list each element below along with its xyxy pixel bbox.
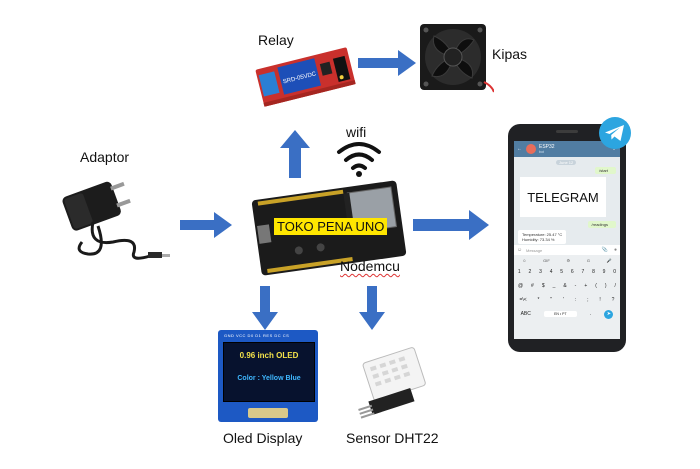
- message-input-bar[interactable]: ☺ Message 📎 ●: [514, 245, 620, 255]
- msg-readings: /readings: [587, 221, 616, 228]
- keyboard-key[interactable]: 2: [528, 269, 532, 275]
- oled-line-2: Color : Yellow Blue: [237, 375, 301, 382]
- arrow-nodemcu-to-relay: [280, 130, 310, 178]
- keyboard-key[interactable]: &: [563, 283, 567, 289]
- nodemcu-label: Nodemcu: [340, 258, 400, 274]
- keyboard-key[interactable]: ?: [611, 297, 615, 303]
- keyboard-row-symbols: @ # $ _ & - + () /: [514, 279, 620, 293]
- sensor-dht22-label: Sensor DHT22: [346, 430, 439, 446]
- keyboard-key[interactable]: /: [614, 283, 616, 289]
- wifi-icon: [337, 142, 381, 177]
- keyboard-key[interactable]: ;: [587, 297, 589, 303]
- keyboard-key[interactable]: 7: [581, 269, 585, 275]
- keyboard-key[interactable]: (: [595, 283, 597, 289]
- arrow-nodemcu-to-oled: [252, 286, 278, 330]
- send-key[interactable]: ➤: [604, 309, 614, 319]
- chat-header: ← ESP32 bot ⋮: [514, 141, 620, 157]
- keyboard-key[interactable]: 6: [570, 269, 574, 275]
- oled-line-1: 0.96 inch OLED: [239, 351, 299, 360]
- kipas-label: Kipas: [492, 46, 528, 62]
- keyboard-key[interactable]: -: [574, 283, 577, 289]
- nodemcu-overlay-label: TOKO PENA UNO: [274, 218, 388, 235]
- dot-key[interactable]: .: [589, 311, 592, 317]
- phone-screen: ← ESP32 bot ⋮ June 12 /start TELEGRAM /r…: [514, 141, 620, 339]
- adaptor-label: Adaptor: [80, 149, 130, 165]
- keyboard-key[interactable]: !: [599, 297, 601, 303]
- phone-body: ← ESP32 bot ⋮ June 12 /start TELEGRAM /r…: [508, 124, 626, 352]
- chat-name: ESP32: [539, 144, 555, 150]
- keyboard-key[interactable]: $: [541, 283, 545, 289]
- oled-screen: 0.96 inch OLED Color : Yellow Blue: [223, 342, 315, 402]
- msg-start: /start: [595, 167, 616, 174]
- dht22-sensor-icon: [358, 347, 426, 419]
- relay-module-icon: SRD-05VDC: [255, 47, 356, 107]
- arrow-adaptor-to-nodemcu: [180, 212, 232, 238]
- keyboard-key[interactable]: :: [574, 297, 577, 303]
- telegram-logo-icon: [599, 117, 631, 149]
- keyboard-key[interactable]: 0: [613, 269, 617, 275]
- keyboard-key[interactable]: ): [604, 283, 607, 289]
- keyboard-key[interactable]: *: [537, 297, 540, 303]
- telegram-big-label: TELEGRAM: [520, 177, 606, 217]
- keyboard-key[interactable]: #: [531, 283, 534, 289]
- arrow-relay-to-kipas: [358, 50, 416, 76]
- emoji-icon[interactable]: ☺: [517, 247, 523, 253]
- adaptor-icon: [62, 181, 170, 260]
- keyboard-row-symbols-2: =\< * " ':;!?: [514, 293, 620, 307]
- wifi-label: wifi: [346, 124, 367, 140]
- keyboard-key[interactable]: ": [550, 297, 553, 303]
- keyboard-key[interactable]: +: [584, 283, 588, 289]
- message-placeholder: Message: [526, 248, 543, 253]
- fan-icon: [420, 24, 494, 93]
- keyboard-key[interactable]: 8: [592, 269, 595, 275]
- oled-display-label: Oled Display: [223, 430, 303, 446]
- keyboard-key[interactable]: 4: [549, 269, 553, 275]
- arrow-nodemcu-to-phone: [413, 210, 489, 240]
- keyboard-key[interactable]: 1: [517, 269, 521, 275]
- keyboard-key[interactable]: 3: [539, 269, 542, 275]
- mic-icon[interactable]: ●: [613, 247, 617, 253]
- arrow-nodemcu-to-sensor: [359, 286, 385, 330]
- chat-status: bot: [539, 150, 544, 154]
- abc-key[interactable]: ABC: [520, 311, 531, 317]
- suggestion-bar: ☺GIF⚙G🎤: [522, 257, 612, 263]
- keyboard-bottom-row: ABC EN • PT . ➤: [514, 307, 620, 321]
- keyboard-key[interactable]: 5: [560, 269, 564, 275]
- date-chip: June 12: [556, 160, 577, 165]
- keyboard-key[interactable]: =\<: [519, 297, 527, 303]
- keyboard-key[interactable]: @: [517, 283, 524, 289]
- oled-pin-row: GND VCC D0 D1 RES DC CS: [224, 333, 290, 338]
- oled-module: GND VCC D0 D1 RES DC CS 0.96 inch OLED C…: [218, 330, 318, 422]
- space-key[interactable]: EN • PT: [544, 311, 577, 317]
- keyboard-key[interactable]: 9: [602, 269, 606, 275]
- msg-reply: Temperature: 25.47 °C Humidity: 73.34 %: [518, 230, 567, 244]
- keyboard-key[interactable]: _: [552, 283, 556, 289]
- attach-icon[interactable]: 📎: [601, 247, 608, 253]
- chat-avatar: [526, 144, 536, 154]
- keyboard-key[interactable]: ': [563, 297, 564, 303]
- relay-label: Relay: [258, 32, 294, 48]
